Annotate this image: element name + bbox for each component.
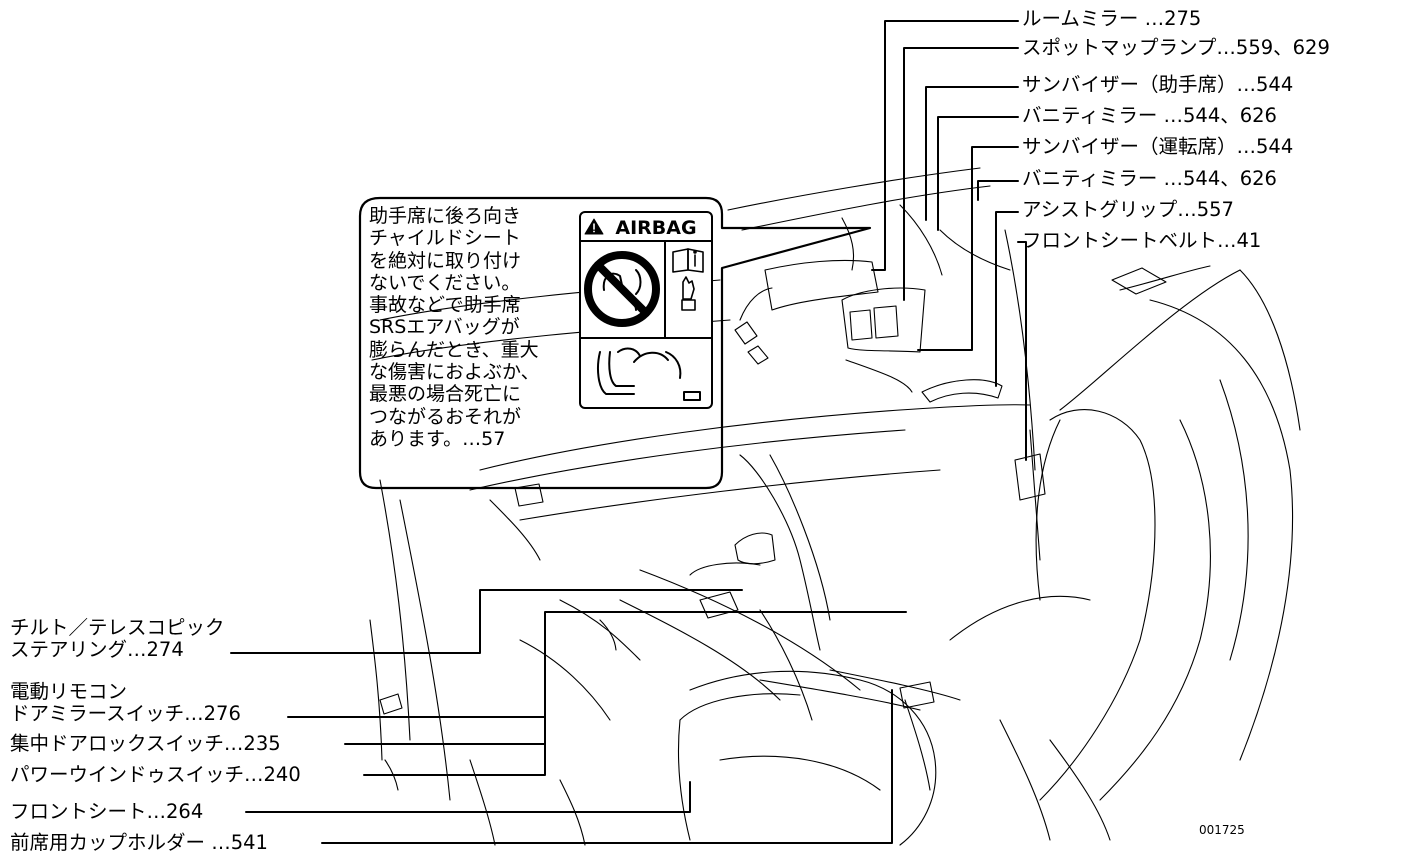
- child-seat-warning-text: 助手席に後ろ向き チャイルドシート を絶対に取り付け ないでください。 事故など…: [369, 205, 574, 450]
- airbag-label-title: AIRBAG: [583, 217, 711, 239]
- warning-line: を絶対に取り付け: [369, 249, 522, 272]
- airbag-title-text: AIRBAG: [615, 217, 697, 239]
- callout-line: ドアミラースイッチ…276: [10, 702, 241, 725]
- warning-line: つながるおそれが: [369, 405, 522, 428]
- warning-line: な傷害におよぶか、: [369, 361, 540, 384]
- callout-front-seat: フロントシート…264: [10, 800, 204, 823]
- callout-spot-map-lamp: スポットマップランプ…559、629: [1022, 36, 1330, 59]
- callout-vanity-mirror-passenger: バニティミラー …544、626: [1022, 104, 1277, 127]
- callout-central-door-lock: 集中ドアロックスイッチ…235: [10, 732, 281, 755]
- leader-lines-left: [230, 589, 907, 844]
- seat-airbag-deploy-icon: [597, 347, 701, 401]
- callout-sun-visor-driver: サンバイザー（運転席）…544: [1022, 135, 1294, 158]
- callout-front-seatbelt: フロントシートベルト…41: [1022, 229, 1262, 252]
- callout-sun-visor-passenger: サンバイザー（助手席）…544: [1022, 73, 1294, 96]
- callout-power-mirror-switch: 電動リモコン ドアミラースイッチ…276: [10, 681, 241, 725]
- callout-line: 電動リモコン: [10, 680, 128, 703]
- callout-power-window-switch: パワーウインドゥスイッチ…240: [10, 763, 301, 786]
- callout-vanity-mirror-driver: バニティミラー …544、626: [1022, 167, 1277, 190]
- callout-assist-grip: アシストグリップ…557: [1022, 198, 1234, 221]
- no-rear-facing-child-seat-icon: [584, 251, 660, 327]
- callout-front-cup-holder: 前席用カップホルダー …541: [10, 831, 268, 854]
- callout-tilt-telescopic: チルト／テレスコピック ステアリング…274: [10, 617, 225, 661]
- warning-line: 助手席に後ろ向き: [369, 205, 522, 227]
- warning-line: ないでください。: [369, 271, 521, 294]
- warning-line: チャイルドシート: [369, 227, 521, 250]
- warning-line: SRSエアバッグが: [369, 316, 520, 339]
- leader-lines-right: [871, 20, 1027, 461]
- warning-line: あります。…57: [369, 427, 506, 450]
- warning-line: 膨らんだとき、重大: [369, 338, 539, 361]
- callout-line: ステアリング…274: [10, 638, 184, 661]
- warning-triangle-icon: [584, 218, 604, 235]
- callout-room-mirror: ルームミラー …275: [1022, 7, 1202, 30]
- callout-line: チルト／テレスコピック: [10, 616, 225, 639]
- warning-line: 最悪の場合死亡に: [369, 383, 522, 406]
- warning-balloon: [358, 196, 872, 490]
- warning-line: 事故などで助手席: [369, 294, 521, 317]
- figure-code: 001725: [1199, 823, 1245, 837]
- read-manual-icon: [672, 248, 704, 311]
